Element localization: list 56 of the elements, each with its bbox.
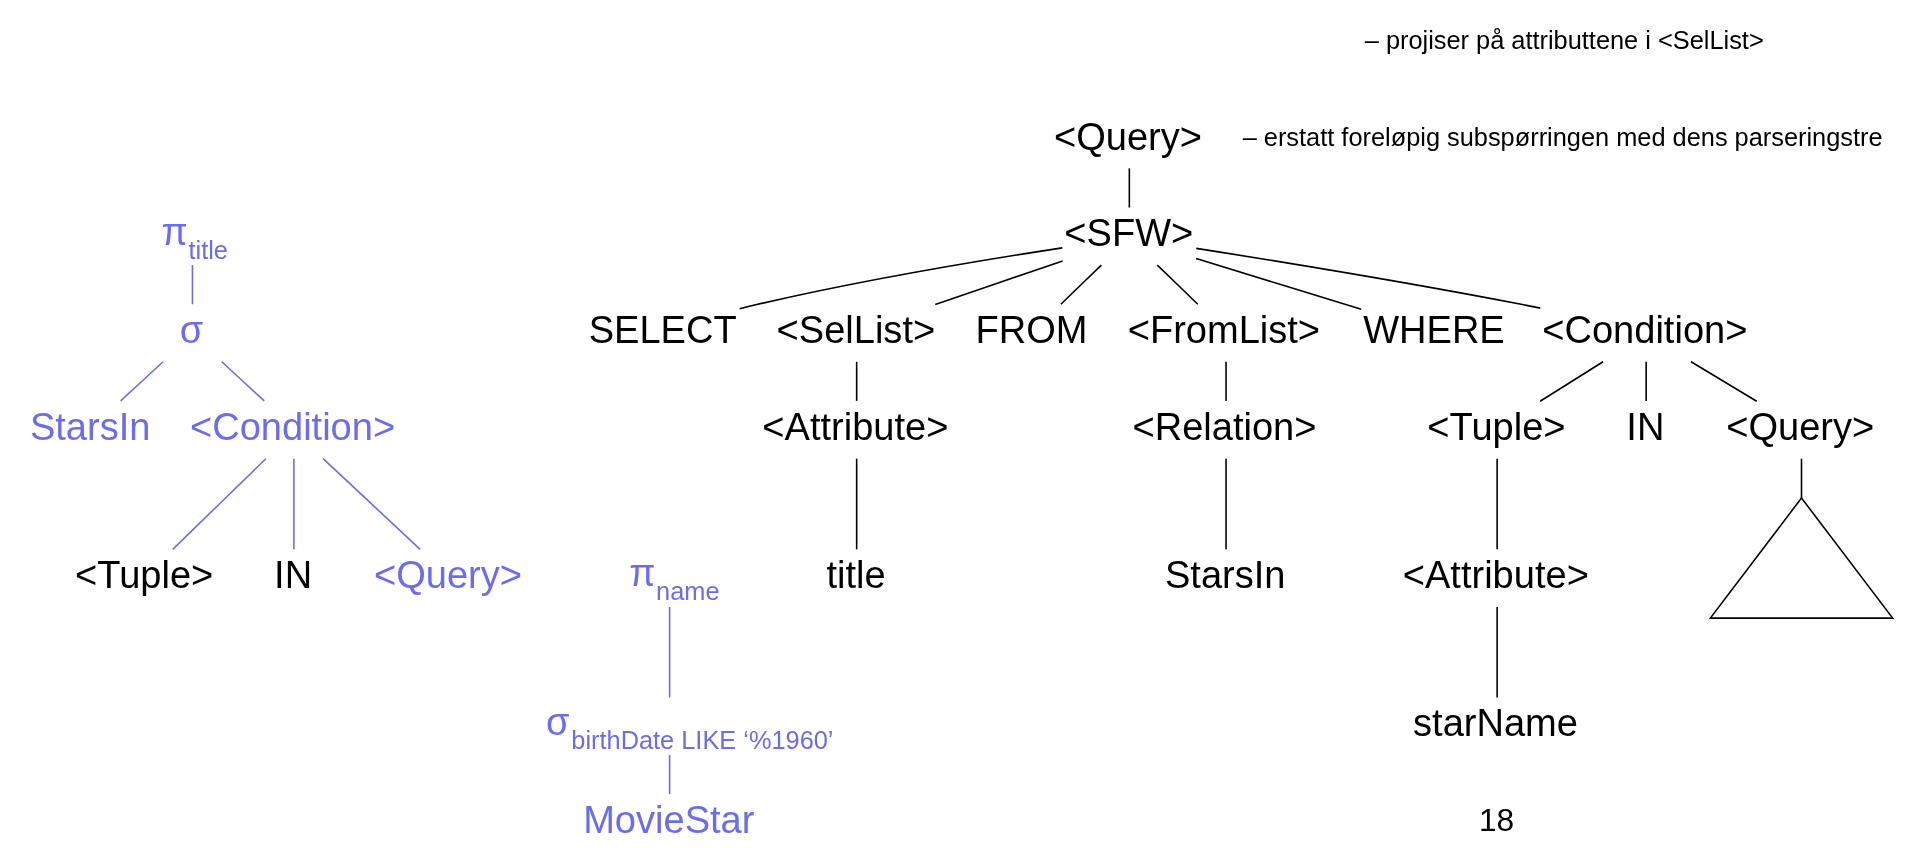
node-text: <Tuple>: [75, 553, 214, 596]
node-text: SELECT: [588, 308, 737, 351]
connector: [1225, 360, 1227, 402]
node-text: <SFW>: [1064, 212, 1194, 255]
connector: [1645, 360, 1647, 402]
node-text: <Tuple>: [1427, 405, 1566, 448]
connector: [1496, 606, 1498, 699]
node-text: starName: [1413, 702, 1578, 745]
connector: [322, 457, 421, 551]
node-text: σ$_{birthDate LIKE ‘%1960’}$: [545, 700, 834, 754]
node-text: <SelList>: [776, 308, 936, 351]
connector: [668, 754, 671, 795]
connector: [1690, 360, 1758, 403]
node-text: WHERE: [1363, 308, 1505, 351]
node-text: StarsIn: [29, 405, 151, 448]
node-text: <Relation>: [1132, 405, 1317, 448]
connector: [171, 457, 267, 551]
connector: [855, 360, 858, 402]
connector: [1128, 167, 1131, 209]
connector: [1156, 264, 1199, 306]
node-text: π$_{title}$: [161, 210, 228, 264]
node-text: FROM: [975, 308, 1088, 351]
node-text: <Query>: [1054, 115, 1203, 158]
connector: [1800, 457, 1803, 499]
node-text: StarsIn: [1165, 553, 1286, 596]
node-text: π$_{name}$: [629, 552, 720, 606]
connector: [1060, 264, 1103, 306]
connector: [293, 457, 295, 551]
node-text: <Condition>: [1542, 308, 1748, 351]
connector: [1539, 360, 1604, 403]
node-text: <Attribute>: [1402, 553, 1589, 596]
node-text: <Condition>: [190, 405, 396, 448]
node-text: <Query>: [373, 553, 522, 596]
connector: [119, 360, 164, 402]
label: – projiser på attributtene i <SelList>: [1364, 26, 1764, 55]
connector: [934, 260, 1064, 306]
node-triangle: [1708, 496, 1895, 619]
connector: [1496, 457, 1498, 551]
label: 18: [1478, 801, 1515, 838]
node-text: IN: [274, 553, 313, 596]
connector: [1195, 257, 1362, 311]
node-text: <FromList>: [1127, 308, 1321, 351]
node-text: MovieStar: [583, 798, 755, 841]
connector: [738, 247, 1064, 310]
node-text: σ: [179, 308, 204, 351]
connector: [1195, 247, 1542, 309]
node-text: title: [826, 553, 886, 596]
connector: [1225, 457, 1227, 551]
connector: [191, 264, 194, 306]
connector: [220, 360, 266, 402]
node-text: <Attribute>: [762, 405, 949, 448]
connector: [668, 606, 671, 699]
label: – erstatt foreløpig subspørringen med dens parseringstre: [1242, 122, 1883, 151]
node-text: IN: [1626, 405, 1665, 448]
connector: [855, 457, 858, 551]
node-text: <Query>: [1726, 405, 1875, 448]
